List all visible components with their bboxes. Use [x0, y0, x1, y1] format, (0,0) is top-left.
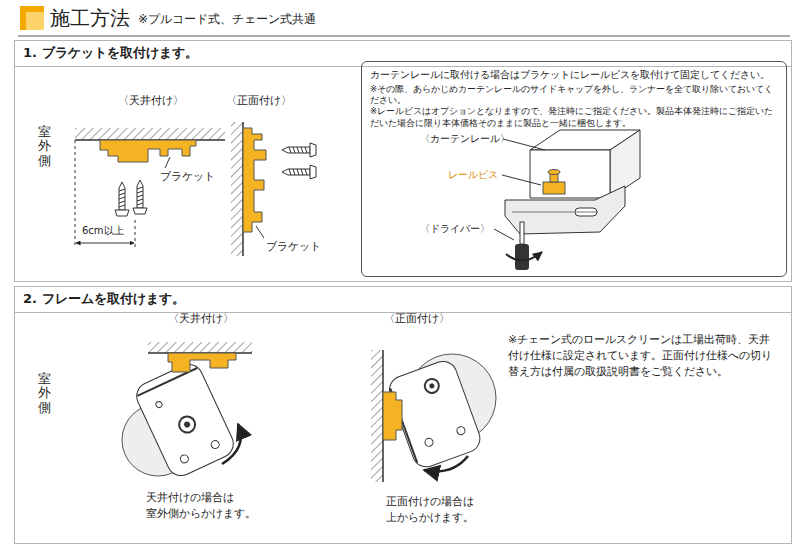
callout-label: 〈ドライバー〉	[420, 222, 490, 235]
callout-label: ブラケット	[160, 170, 215, 184]
callout-label: 6cm以上	[82, 224, 124, 237]
note-text: ※レールビスはオプションとなりますので、発注時にご指定ください。製品本体発注時に…	[370, 106, 778, 129]
wall-frame-figure	[371, 350, 496, 482]
section-heading: 2. フレームを取付けます。	[15, 287, 791, 313]
section-panel: 1. ブラケットを取付けます。カーテンレールに取付ける場合はブラケットにレールビ…	[14, 40, 792, 282]
side-label: 室外側	[38, 372, 51, 415]
callout-label: ※プルコード式、チェーン式共通	[138, 12, 316, 28]
title-mark	[18, 6, 790, 36]
callout-label: レールビス	[448, 168, 498, 181]
callout-label: 〈正面付け〉	[384, 312, 450, 326]
callout-label: 〈天井付け〉	[168, 312, 234, 326]
callout-label: 〈正面付け〉	[226, 94, 292, 108]
callout-label: 正面付けの場合は 上からかけます。	[386, 494, 514, 526]
callout-label: ※チェーン式のロールスクリーンは工場出荷時、天井付け仕様に設定されています。正面…	[508, 332, 780, 380]
note-box: カーテンレールに取付ける場合はブラケットにレールビスを取付けて固定してください。…	[361, 61, 787, 277]
callout-label: ブラケット	[266, 240, 321, 254]
page-title: 施工方法	[50, 5, 130, 31]
ceiling-bracket-figure	[75, 128, 225, 248]
ceiling-frame-figure	[122, 342, 252, 480]
callout-label: 〈カーテンレール〉	[420, 132, 510, 145]
callout-label: 〈天井付け〉	[118, 94, 184, 108]
side-label: 室外側	[38, 125, 51, 168]
callout-label: 天井付けの場合は 室外側からかけます。	[146, 490, 274, 522]
note-text: ※その際、あらかじめカーテンレールのサイドキャップを外し、ランナーを全て取り除い…	[370, 82, 778, 107]
note-text: カーテンレールに取付ける場合はブラケットにレールビスを取付けて固定してください。	[370, 68, 778, 82]
curtain-rail-figure	[494, 130, 640, 270]
wall-bracket-figure	[231, 122, 316, 256]
section-heading: 1. ブラケットを取付けます。	[15, 41, 791, 67]
